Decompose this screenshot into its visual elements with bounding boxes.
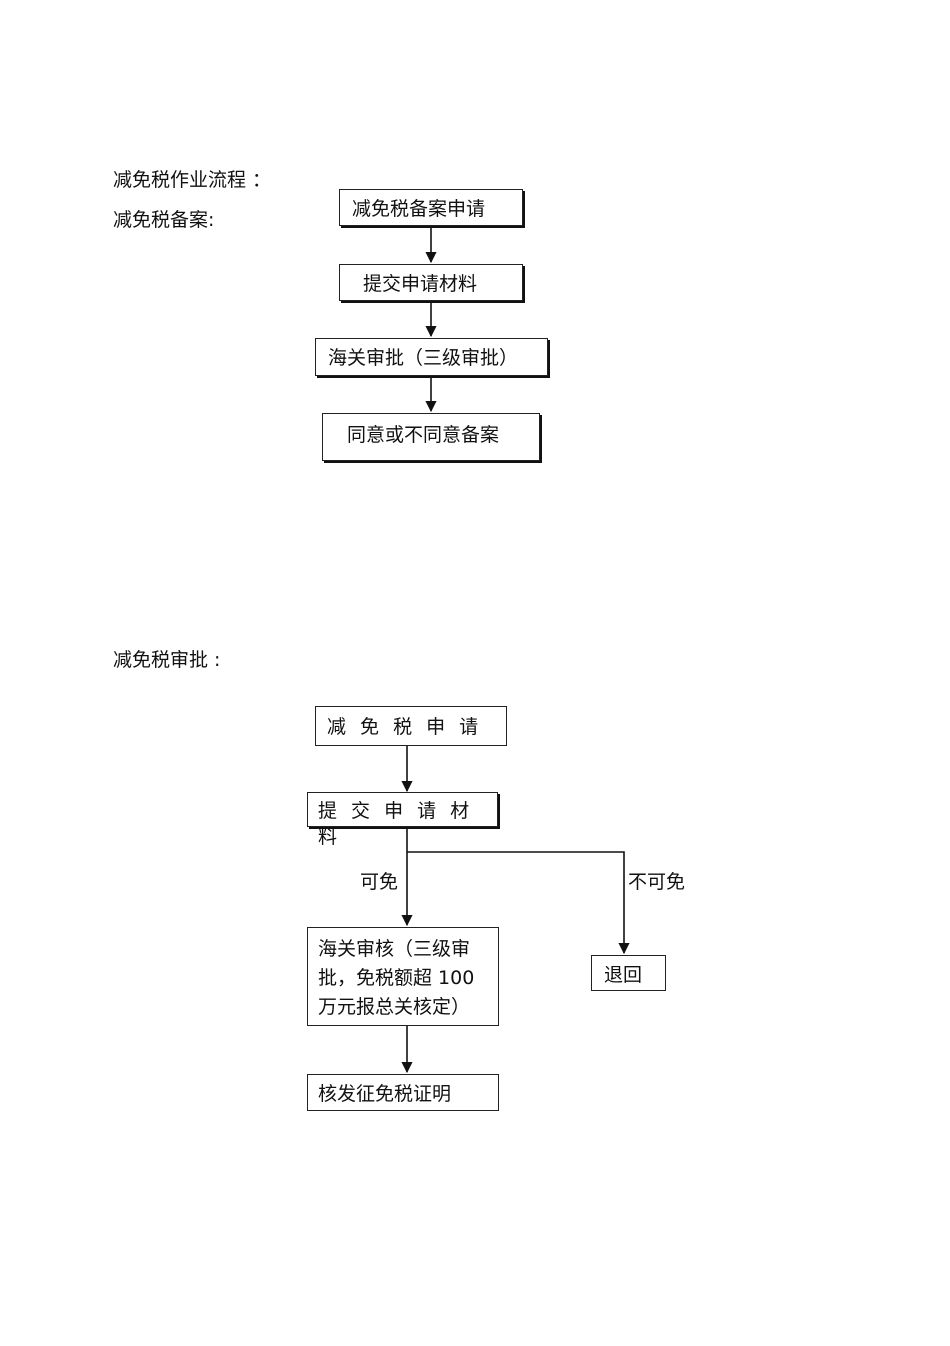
branch-label-yes: 可免 [360, 871, 399, 893]
filing-step-review: 海关审批（三级审批） [315, 338, 548, 376]
filing-section-label: 减免税备案: [113, 209, 215, 231]
arrow-approval-no [407, 851, 630, 955]
approval-section-label: 减免税审批 : [113, 649, 221, 671]
filing-step-submit: 提交申请材料 [339, 264, 523, 301]
approval-step-apply: 减 免 税 申 请 [315, 706, 507, 746]
approval-step-review: 海关审核（三级审批，免税额超 100 万元报总关核定） [307, 927, 499, 1026]
approval-step-issue: 核发征免税证明 [307, 1074, 499, 1111]
filing-step-result: 同意或不同意备案 [322, 413, 540, 461]
branch-label-no: 不可免 [628, 871, 686, 893]
approval-step-submit: 提 交 申 请 材 料 [307, 792, 498, 848]
approval-step-reject: 退回 [591, 955, 666, 991]
process-heading: 减免税作业流程 ： [113, 169, 272, 191]
filing-step-apply: 减免税备案申请 [339, 189, 523, 226]
